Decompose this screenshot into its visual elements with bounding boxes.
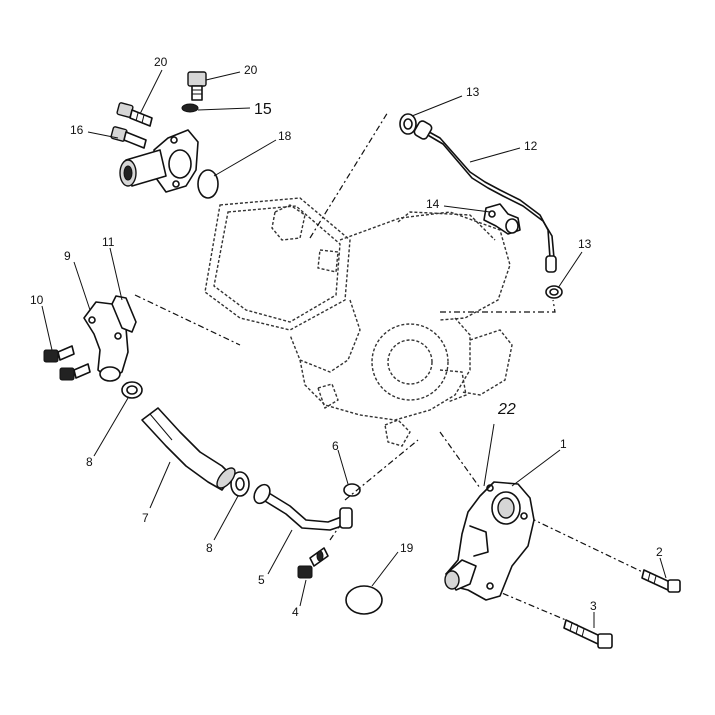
callout-8-upper: 8 (86, 455, 93, 469)
callout-12: 12 (524, 139, 538, 153)
clamp-part-13-top (399, 113, 417, 135)
engine-block (204, 197, 513, 447)
callout-2: 2 (656, 545, 663, 559)
callout-8-lower: 8 (206, 541, 213, 555)
bolt-part-10-b (59, 363, 91, 381)
clamp-part-8-lower (230, 471, 250, 497)
callout-leader-lines (41, 69, 667, 628)
washer-part-15 (181, 103, 199, 113)
clamp-part-8-upper (121, 381, 143, 399)
o-ring-part-19 (345, 585, 383, 615)
callout-13-bottom: 13 (578, 237, 592, 251)
callout-5: 5 (258, 573, 265, 587)
callout-11: 11 (102, 235, 115, 249)
callout-9: 9 (64, 249, 71, 263)
pipe-part-12 (413, 120, 557, 273)
o-ring-part-6 (343, 483, 361, 497)
callout-14: 14 (426, 197, 440, 211)
callout-22: 22 (497, 401, 516, 418)
callout-18: 18 (278, 129, 292, 143)
hose-part-7 (141, 407, 236, 491)
callout-1: 1 (560, 437, 567, 451)
callout-7: 7 (142, 511, 149, 525)
gasket-part-11 (111, 295, 137, 333)
assembly-guide-lines (134, 111, 656, 627)
bracket-part-14 (483, 203, 521, 235)
pipe-part-5 (253, 483, 353, 531)
callout-19: 19 (400, 541, 414, 555)
bolt-part-2 (641, 569, 681, 593)
callout-13-top: 13 (466, 85, 480, 99)
water-outlet-fitting (119, 129, 199, 193)
bolt-part-3 (563, 619, 613, 649)
elbow-fitting-part-9 (83, 301, 129, 382)
callout-16: 16 (70, 123, 84, 137)
bolt-part-16 (110, 126, 147, 149)
callout-20: 20 (244, 63, 258, 77)
callout-4: 4 (292, 605, 299, 619)
callout-6: 6 (332, 439, 339, 453)
bolt-part-20 (187, 71, 207, 101)
callout-17: 20 (154, 55, 168, 69)
bolt-part-17 (116, 102, 153, 127)
clamp-part-13-bottom (545, 285, 563, 299)
o-ring-part-18 (197, 169, 219, 199)
water-pump-housing-part-1 (444, 481, 535, 601)
callout-10: 10 (30, 293, 44, 307)
callout-15: 15 (254, 101, 272, 118)
bolt-part-10-a (43, 345, 75, 363)
callout-3: 3 (590, 599, 597, 613)
bolt-part-4 (297, 547, 329, 579)
callout-labels: 20 20 15 16 18 13 12 14 13 9 11 10 8 7 8… (30, 55, 663, 619)
